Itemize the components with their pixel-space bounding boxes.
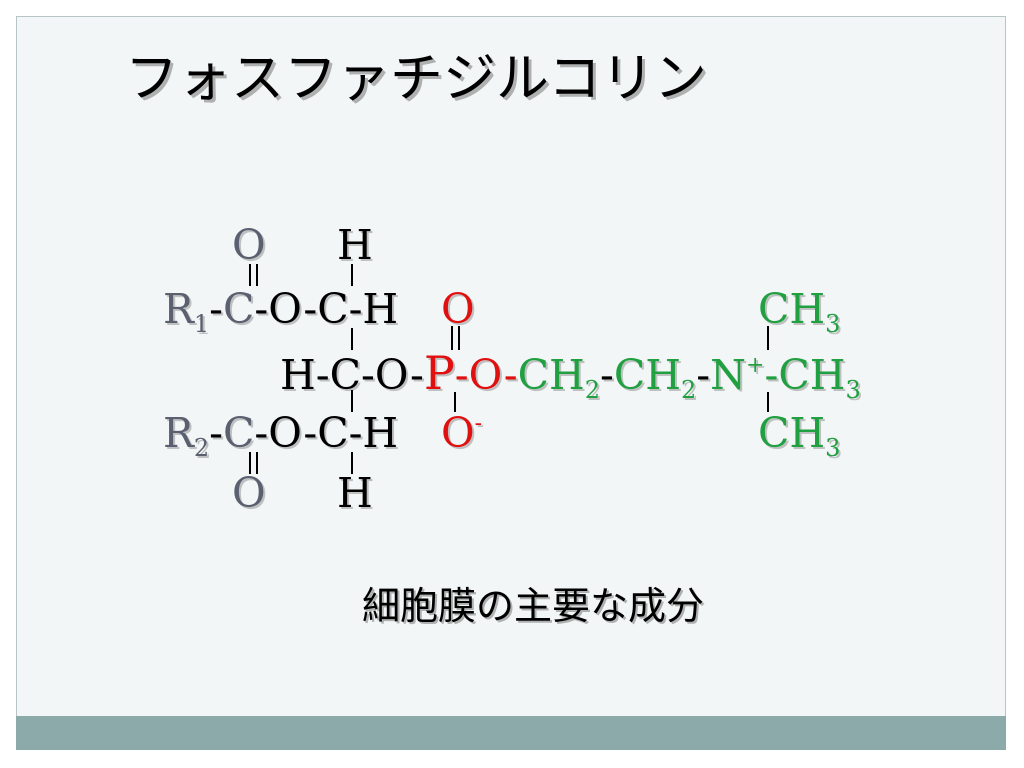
- acyl-row-1: R1-C-O-C-H: [163, 286, 398, 338]
- phosphate-choline-row: H-C-O-P-O-CH2-CH2-N+-CH3: [280, 350, 861, 406]
- bond-ch-bottom: [351, 452, 353, 474]
- methylene-bond-1: -: [600, 351, 614, 399]
- r1-subscript: 1: [193, 310, 210, 338]
- methylene-bond-2: -: [696, 351, 711, 399]
- double-bond-po-right: [458, 326, 460, 350]
- oxygen-negative-charge: -: [474, 411, 483, 436]
- bond-ch-top: [351, 264, 353, 286]
- methylene-2-subscript: 2: [681, 376, 697, 404]
- methylene-1: CH: [517, 351, 585, 399]
- methyl-ch-bottom: CH: [758, 409, 826, 457]
- bond-backbone-lower: [351, 390, 353, 412]
- hydrogen-bottom: H: [337, 469, 373, 517]
- choline-methyl-right: -CH: [764, 351, 846, 399]
- choline-methyl-top: CH3: [758, 286, 840, 338]
- hydrogen-top: H: [337, 221, 373, 269]
- r2-subscript: 2: [193, 434, 210, 462]
- bond-n-methyl-top: [767, 326, 769, 350]
- methyl-subscript-bottom: 3: [825, 434, 841, 462]
- bond-p-o-minus: [454, 392, 456, 412]
- methyl-ch-top: CH: [758, 285, 826, 333]
- double-bond-co-bottom-right: [256, 452, 258, 474]
- phosphate-anion-oxygen: O-: [441, 410, 482, 464]
- r1-group: R: [163, 285, 194, 333]
- methylene-1-subscript: 2: [584, 376, 601, 404]
- slide-title: フォスファチジルコリン: [125, 48, 707, 109]
- methylene-2: CH: [613, 351, 682, 399]
- carbonyl-oxygen-bottom: O: [232, 469, 266, 517]
- bond-n-methyl-bottom: [767, 392, 769, 412]
- phosphate-ester-oxygen: -O-: [454, 351, 518, 399]
- quaternary-nitrogen: N: [710, 351, 747, 399]
- anion-oxygen: O: [441, 409, 475, 457]
- r2-group: R: [163, 409, 194, 457]
- slide-caption: 細胞膜の主要な成分: [362, 584, 705, 628]
- glycerol-ester-chain-2: -O-C-H: [254, 409, 399, 457]
- carbonyl-carbon-2: C: [223, 409, 255, 457]
- double-bond-co-top-right: [256, 264, 258, 286]
- choline-methyl-bottom: CH3: [758, 410, 840, 462]
- r1-bond-dash: -: [209, 285, 224, 333]
- double-bond-co-bottom-left: [249, 452, 251, 474]
- slide-background: [16, 16, 1006, 750]
- methyl-subscript-right: 3: [845, 376, 861, 404]
- methyl-subscript-top: 3: [825, 310, 841, 338]
- glycerol-ester-chain-1: -O-C-H: [254, 285, 399, 333]
- double-bond-po-left: [451, 326, 453, 350]
- footer-bar: [16, 716, 1006, 750]
- nitrogen-charge: +: [746, 353, 765, 378]
- phosphate-double-bond-oxygen: O: [441, 285, 475, 333]
- phosphorus: P: [423, 346, 455, 400]
- carbonyl-oxygen-top: O: [232, 221, 266, 269]
- acyl-row-2: R2-C-O-C-H: [163, 410, 398, 462]
- carbonyl-carbon-1: C: [223, 285, 255, 333]
- r2-bond-dash: -: [209, 409, 224, 457]
- double-bond-co-top-left: [249, 264, 251, 286]
- bond-backbone-upper: [351, 328, 353, 350]
